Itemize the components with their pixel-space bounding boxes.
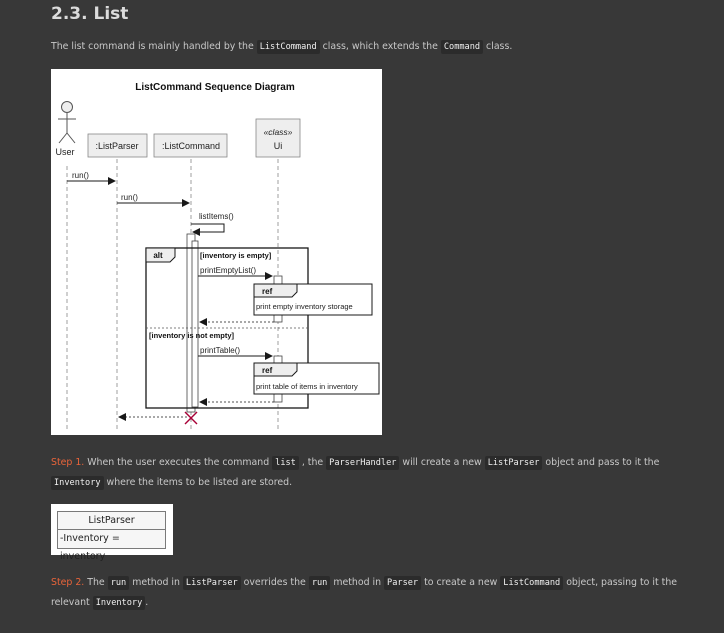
intro-text: class, which extends the — [319, 41, 441, 52]
sequence-diagram: ListCommand Sequence Diagram User :ListP… — [51, 69, 382, 435]
step1-label: Step 1. — [51, 457, 85, 468]
activation-listitems — [191, 240, 199, 408]
intro-paragraph: The list command is mainly handled by th… — [51, 37, 681, 57]
step2-label: Step 2. — [51, 577, 85, 588]
class-name: ListParser — [58, 512, 165, 530]
alt-guard-not-empty: [inventory is not empty] — [149, 331, 235, 340]
step1-text: where the items to be listed are stored. — [103, 477, 293, 488]
message-list-items-label: listItems() — [199, 212, 234, 221]
ref-table-tab — [253, 362, 298, 377]
alt-guard-empty: [inventory is empty] — [200, 251, 272, 260]
step1-paragraph: Step 1. When the user executes the comma… — [51, 453, 681, 493]
class-box-listparser: ListParser -Inventory = inventory — [57, 511, 166, 562]
code-list: list — [272, 456, 299, 470]
code-listparser: ListParser — [484, 456, 543, 470]
participant-listparser-label: :ListParser — [95, 141, 138, 151]
step2-text: object, passing to it the relevant — [51, 577, 678, 608]
ref-table-label: ref — [262, 366, 273, 375]
participant-listparser — [87, 133, 148, 158]
class-diagram: ListParser -Inventory = inventory — [51, 504, 173, 562]
step2-text: method in — [129, 577, 183, 588]
code-inventory: Inventory — [51, 476, 104, 490]
step2-paragraph: Step 2. The run method in ListParser ove… — [51, 573, 681, 613]
intro-text: class. — [483, 41, 513, 52]
step1-text: object and pass to it the — [542, 457, 660, 468]
actor-label: User — [55, 147, 74, 157]
step1-text: , the — [298, 457, 327, 468]
step2-text: to create a new — [421, 577, 501, 588]
message-print-empty-list-label: printEmptyList() — [200, 266, 256, 275]
code-inventory: Inventory — [92, 596, 146, 610]
code-parser: Parser — [384, 576, 422, 590]
code-listcommand: ListCommand — [500, 576, 564, 590]
alt-label: alt — [153, 251, 163, 260]
ref-empty-text: print empty inventory storage — [256, 302, 353, 311]
code-listparser: ListParser — [182, 576, 241, 590]
lifelines — [66, 159, 279, 429]
step1-text: When the user executes the command — [84, 457, 273, 468]
code-parserhandler: ParserHandler — [326, 456, 400, 470]
step2-text: method in — [330, 577, 385, 588]
ref-table-text: print table of items in inventory — [256, 382, 358, 391]
diagram-title: ListCommand Sequence Diagram — [135, 82, 295, 93]
participant-listcommand — [153, 133, 228, 158]
participant-listcommand-label: :ListCommand — [162, 141, 220, 151]
message-list-items — [191, 223, 225, 236]
ref-empty-label: ref — [262, 287, 273, 296]
user-actor-icon — [58, 101, 76, 144]
intro-text: The list command is mainly handled by th… — [51, 41, 257, 52]
ref-empty — [253, 283, 373, 316]
destroy-x-icon — [184, 411, 198, 425]
code-command: Command — [440, 40, 484, 54]
code-listcommand: ListCommand — [256, 40, 320, 54]
step1-text: will create a new — [399, 457, 485, 468]
step2-text: . — [145, 597, 149, 608]
code-run: run — [308, 576, 331, 590]
message-print-table-label: printTable() — [200, 346, 240, 355]
section-heading: 2.3. List — [51, 4, 129, 24]
alt-tab — [145, 247, 176, 263]
message-run-user-label: run() — [72, 171, 89, 180]
participant-ui — [255, 118, 301, 158]
code-run: run — [107, 576, 130, 590]
step2-text: overrides the — [240, 577, 309, 588]
message-run-parser-label: run() — [121, 193, 138, 202]
ref-empty-tab — [253, 283, 298, 298]
sequence-diagram-svg: ListCommand Sequence Diagram User :ListP… — [55, 82, 380, 429]
class-attribute: -Inventory = inventory — [60, 533, 120, 562]
step2-text: The — [84, 577, 108, 588]
participant-ui-stereotype: «class» — [264, 127, 293, 137]
participant-ui-label: Ui — [274, 141, 283, 151]
